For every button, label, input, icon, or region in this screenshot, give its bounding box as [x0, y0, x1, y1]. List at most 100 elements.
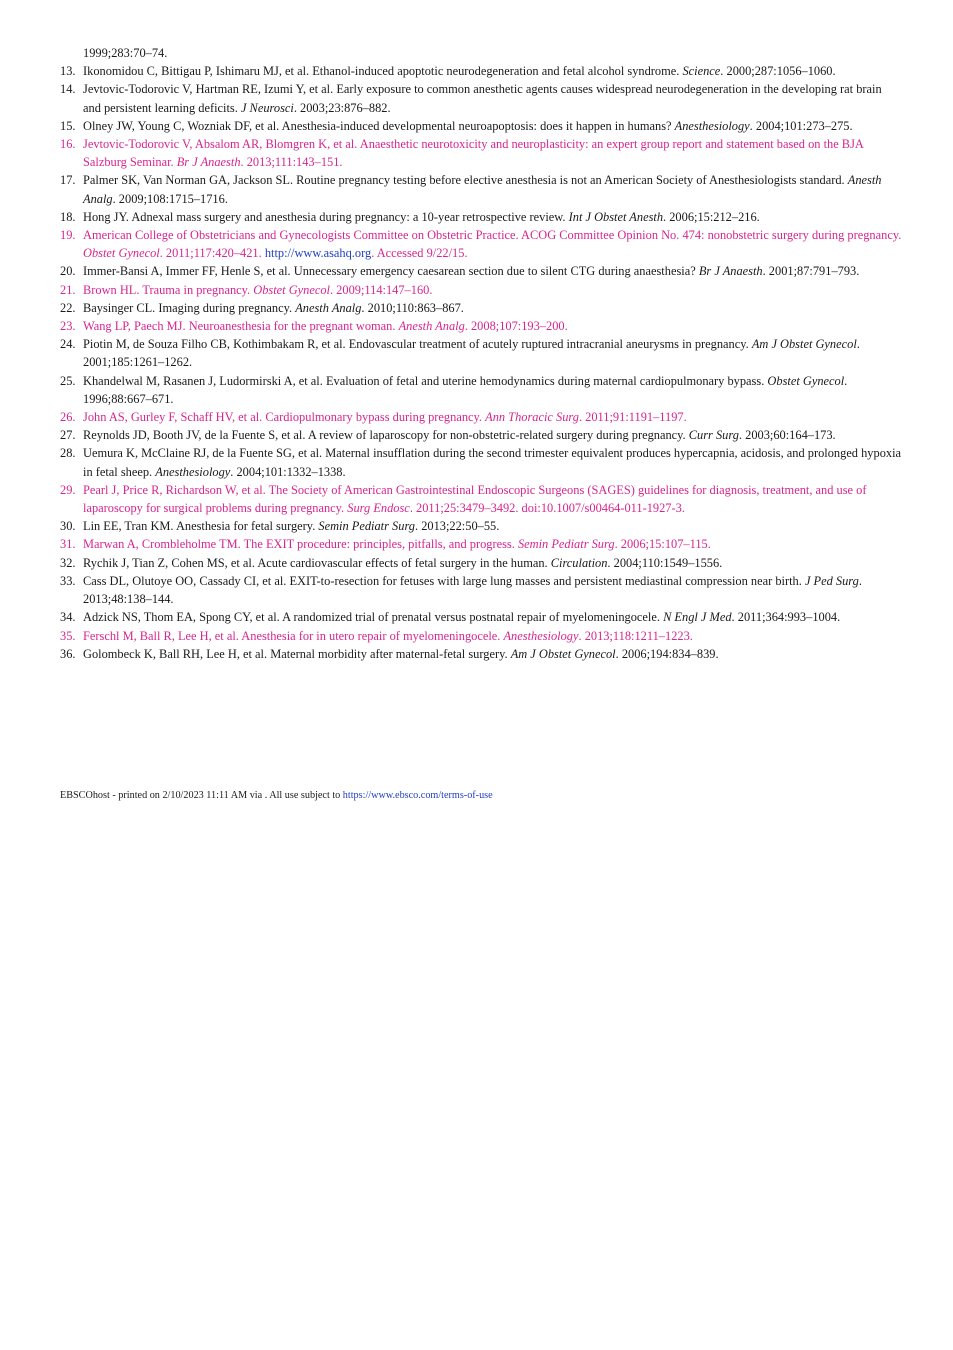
reference-number: 15.	[60, 118, 76, 133]
reference-number: 14.	[60, 82, 76, 97]
reference-item: 15. Olney JW, Young C, Wozniak DF, et al.…	[60, 117, 902, 135]
reference-number: 26.	[60, 410, 76, 425]
reference-number: 22.	[60, 300, 76, 315]
reference-authors-title: Immer-Bansi A, Immer FF, Henle S, et al.…	[83, 264, 696, 279]
reference-journal: Int J Obstet Anesth	[568, 209, 664, 224]
reference-item: 24.Piotin M, de Souza Filho CB, Kothimba…	[60, 335, 902, 371]
continuation-text: 1999;283:70–74.	[83, 46, 168, 60]
reference-item: 17.Palmer SK, Van Norman GA, Jackson SL.…	[60, 171, 902, 207]
reference-number: 34.	[60, 610, 76, 625]
reference-citation: . 2010;110:863–867.	[361, 300, 464, 315]
reference-authors-title: Cass DL, Olutoye OO, Cassady CI, et al. …	[83, 573, 802, 588]
reference-authors-title: Marwan A, Crombleholme TM. The EXIT proc…	[83, 537, 515, 552]
reference-citation: . 2004;101:273–275.	[749, 118, 853, 133]
reference-authors-title: Lin EE, Tran KM. Anesthesia for fetal su…	[83, 519, 316, 534]
reference-journal: Curr Surg	[688, 428, 739, 443]
reference-number: 36.	[60, 646, 76, 661]
reference-accessed-note: . Accessed 9/22/15.	[371, 246, 468, 261]
reference-citation: . 2009;108:1715–1716.	[112, 191, 228, 206]
reference-number: 20.	[60, 264, 76, 279]
reference-authors-title: Ikonomidou C, Bittigau P, Ishimaru MJ, e…	[83, 64, 680, 79]
reference-citation: . 2001;185:1261–1262.	[83, 337, 860, 370]
reference-number: 35.	[60, 628, 76, 643]
reference-item: 14. Jevtovic-Todorovic V, Hartman RE, Izu…	[60, 80, 902, 116]
reference-journal: J Neurosci	[240, 100, 294, 115]
reference-item: 19. American College of Obstetricians and…	[60, 226, 902, 262]
reference-number: 30.	[60, 519, 76, 534]
reference-citation: . 2009;114:147–160.	[329, 282, 433, 297]
reference-citation: . 2011;91:1191–1197.	[578, 410, 687, 425]
reference-item: 30. Lin EE, Tran KM. Anesthesia for fetal…	[60, 517, 902, 535]
reference-citation: . 2011;25:3479–3492. doi:10.1007/s00464-…	[409, 501, 685, 516]
reference-journal: Ann Thoracic Surg	[485, 410, 579, 425]
reference-journal: Br J Anaesth	[698, 264, 763, 279]
reference-authors-title: Hong JY. Adnexal mass surgery and anesth…	[83, 209, 566, 224]
reference-authors-title: Jevtovic-Todorovic V, Hartman RE, Izumi …	[83, 82, 882, 115]
reference-item: 21.Brown HL. Trauma in pregnancy. Obstet…	[60, 281, 902, 299]
reference-authors-title: Rychik J, Tian Z, Cohen MS, et al. Acute…	[83, 555, 548, 570]
reference-number: 16.	[60, 137, 76, 152]
footer-text: EBSCOhost - printed on 2/10/2023 11:11 A…	[60, 790, 343, 801]
reference-authors-title: Uemura K, McClaine RJ, de la Fuente SG, …	[83, 446, 902, 479]
reference-authors-title: Reynolds JD, Booth JV, de la Fuente S, e…	[83, 428, 686, 443]
footer-terms-link[interactable]: https://www.ebsco.com/terms-of-use	[342, 790, 493, 801]
reference-list: 1999;283:70–74. 13.Ikonomidou C, Bittiga…	[60, 44, 902, 663]
reference-journal: Anesth Analg	[295, 300, 362, 315]
reference-journal: Am J Obstet Gynecol	[510, 646, 616, 661]
reference-journal: Anesthesiology	[503, 628, 579, 643]
reference-item: 27.Reynolds JD, Booth JV, de la Fuente S…	[60, 426, 902, 444]
reference-citation: . 2003;23:876–882.	[293, 100, 391, 115]
reference-journal: N Engl J Med	[663, 610, 732, 625]
reference-journal: Anesth Analg	[83, 173, 882, 206]
reference-number: 33.	[60, 573, 76, 588]
reference-authors-title: Olney JW, Young C, Wozniak DF, et al. An…	[83, 118, 672, 133]
reference-citation: . 2013;111:143–151.	[240, 155, 343, 170]
reference-number: 23.	[60, 319, 76, 334]
reference-item: 35. Ferschl M, Ball R, Lee H, et al. Anes…	[60, 627, 902, 645]
reference-journal: Surg Endosc	[347, 501, 410, 516]
reference-number: 25.	[60, 373, 76, 388]
reference-link[interactable]: http://www.asahq.org	[264, 246, 372, 261]
reference-item: 13.Ikonomidou C, Bittigau P, Ishimaru MJ…	[60, 62, 902, 80]
reference-citation: . 2013;48:138–144.	[83, 573, 862, 607]
reference-journal: Anesthesiology	[155, 464, 231, 479]
reference-journal: Anesthesiology	[674, 118, 750, 133]
reference-citation: . 1996;88:667–671.	[83, 373, 848, 406]
reference-journal: Obstet Gynecol	[83, 246, 160, 261]
reference-item: 28.Uemura K, McClaine RJ, de la Fuente S…	[60, 444, 902, 480]
reference-item: 29. Pearl J, Price R, Richardson W, et al…	[60, 481, 902, 517]
reference-number: 21.	[60, 282, 76, 297]
reference-citation: . 2006;15:107–115.	[614, 537, 711, 552]
reference-journal: Semin Pediatr Surg	[517, 537, 615, 552]
reference-authors-title: Baysinger CL. Imaging during pregnancy.	[83, 300, 293, 315]
reference-journal: Obstet Gynecol	[767, 373, 845, 388]
reference-number: 31.	[60, 537, 76, 552]
reference-authors-title: Khandelwal M, Rasanen J, Ludormirski A, …	[83, 373, 765, 388]
reference-number: 18.	[60, 209, 76, 224]
reference-number: 32.	[60, 555, 76, 570]
reference-citation: . 2001;87:791–793.	[762, 264, 860, 279]
reference-citation: . 2000;287:1056–1060.	[720, 64, 836, 79]
reference-journal: Br J Anaesth	[176, 155, 241, 170]
reference-authors-title: Brown HL. Trauma in pregnancy.	[83, 282, 251, 297]
reference-item: 31. Marwan A, Crombleholme TM. The EXIT p…	[60, 535, 902, 553]
reference-item: 20. Immer-Bansi A, Immer FF, Henle S, et …	[60, 262, 902, 280]
reference-journal: Science	[682, 64, 721, 79]
reference-journal: Semin Pediatr Surg	[318, 519, 415, 534]
reference-number: 19.	[60, 228, 76, 243]
reference-item: 36.Golombeck K, Ball RH, Lee H, et al. M…	[60, 645, 902, 663]
reference-citation: . 2003;60:164–173.	[738, 428, 836, 443]
reference-item: 26.John AS, Gurley F, Schaff HV, et al. …	[60, 408, 902, 426]
reference-number: 17.	[60, 173, 76, 188]
reference-citation: . 2004;110:1549–1556.	[607, 555, 723, 570]
reference-authors-title: Piotin M, de Souza Filho CB, Kothimbakam…	[83, 337, 749, 352]
reference-authors-title: Pearl J, Price R, Richardson W, et al. T…	[83, 482, 867, 516]
reference-number: 29.	[60, 482, 76, 497]
reference-journal: J Ped Surg	[804, 573, 859, 588]
reference-journal: Am J Obstet Gynecol	[751, 337, 857, 352]
reference-item: 32. Rychik J, Tian Z, Cohen MS, et al. Ac…	[60, 554, 902, 572]
reference-authors-title: American College of Obstetricians and Gy…	[83, 228, 902, 243]
reference-authors-title: Ferschl M, Ball R, Lee H, et al. Anesthe…	[83, 628, 501, 643]
reference-authors-title: Jevtovic-Todorovic V, Absalom AR, Blomgr…	[83, 137, 864, 170]
